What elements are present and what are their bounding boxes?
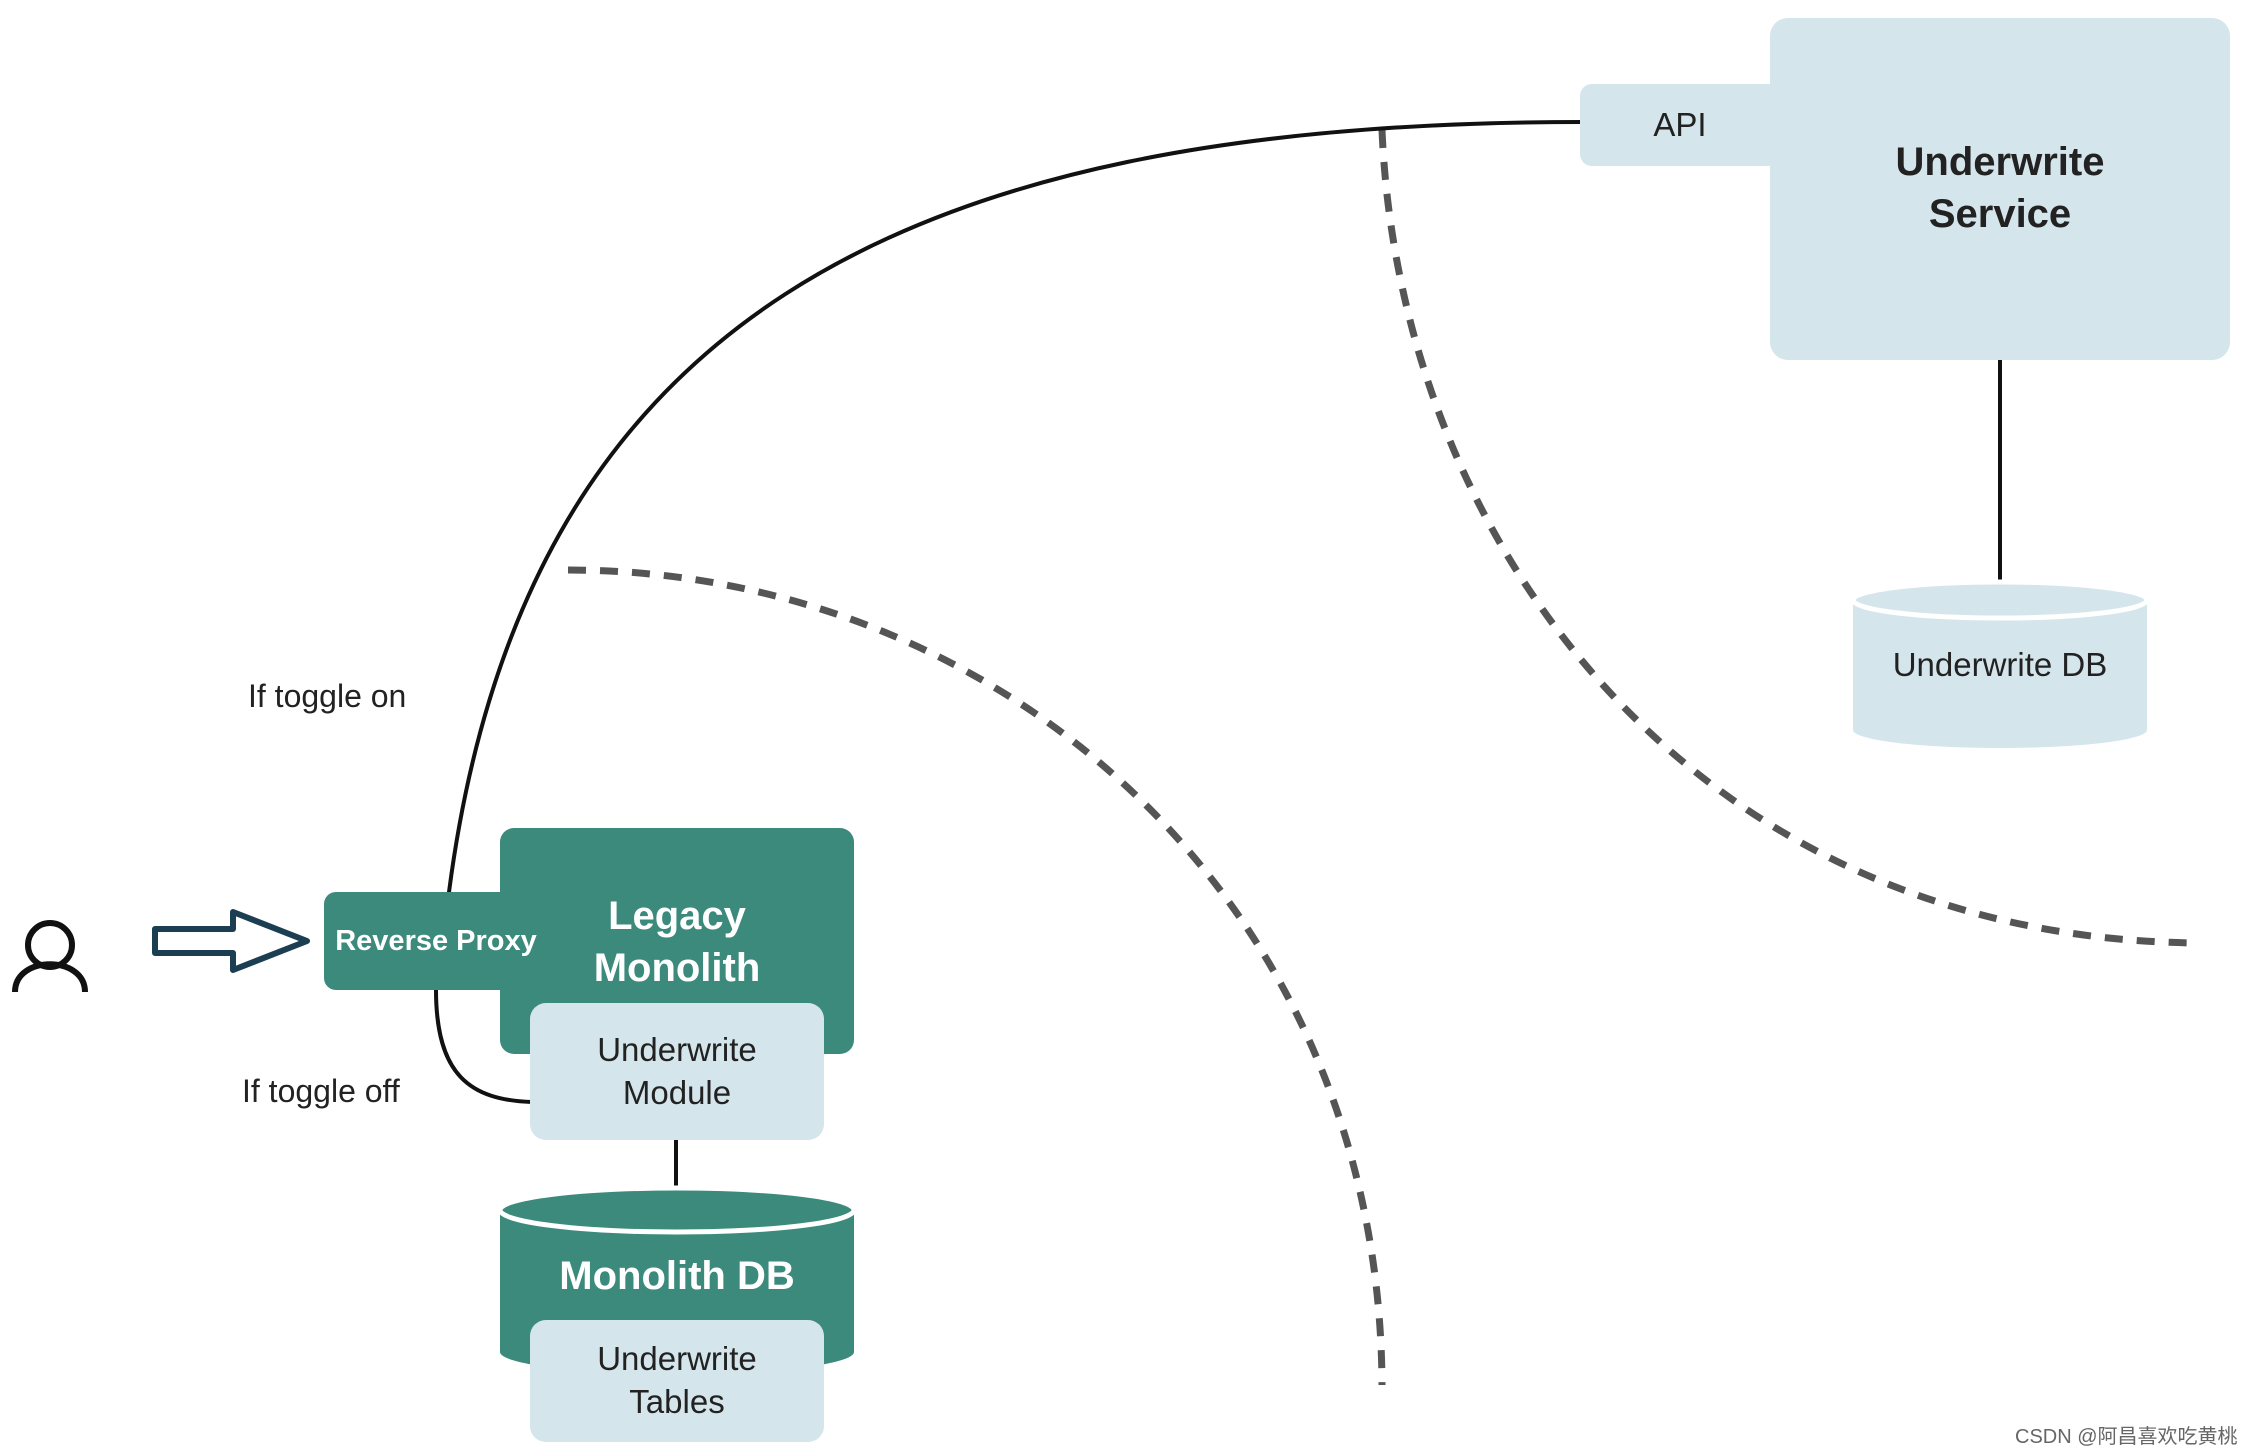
underwrite-tables-line2: Tables [629, 1383, 725, 1420]
api-box: API [1580, 84, 1780, 166]
underwrite-db-text: Underwrite DB [1892, 646, 2108, 683]
toggle-on-connector [446, 120, 1583, 901]
underwrite-module-box: Underwrite Module [530, 1003, 824, 1140]
api-label: API [1653, 106, 1707, 143]
monolith-db-text: Monolith DB [559, 1253, 795, 1298]
toggle-off-label: If toggle off [242, 1073, 400, 1109]
legacy-monolith-line2: Monolith [593, 946, 761, 990]
underwrite-module-line2: Module [622, 1073, 732, 1111]
underwrite-db-label: Underwrite DB [1853, 635, 2147, 695]
reverse-proxy-box: Reverse Proxy [324, 892, 548, 990]
underwrite-db-cylinder [1850, 579, 2150, 748]
legacy-monolith-line1: Legacy [608, 894, 746, 938]
underwrite-service-box: Underwrite Service [1770, 18, 2230, 360]
watermark: CSDN @阿昌喜欢吃黄桃 [2015, 1426, 2238, 1448]
underwrite-module-line1: Underwrite [597, 1030, 757, 1068]
boundary-outer-dashed [1378, 129, 2201, 947]
toggle-off-connector [434, 989, 533, 1104]
monolith-db-label: Monolith DB [500, 1245, 854, 1307]
arrow-right-icon [152, 909, 310, 973]
user-icon [12, 920, 88, 993]
underwrite-service-line2: Service [1928, 192, 2072, 236]
toggle-on-label: If toggle on [248, 678, 407, 714]
underwrite-tables-box: Underwrite Tables [530, 1320, 824, 1442]
underwrite-tables-line1: Underwrite [597, 1340, 757, 1378]
underwrite-service-line1: Underwrite [1895, 140, 2105, 184]
reverse-proxy-label: Reverse Proxy [335, 924, 537, 957]
